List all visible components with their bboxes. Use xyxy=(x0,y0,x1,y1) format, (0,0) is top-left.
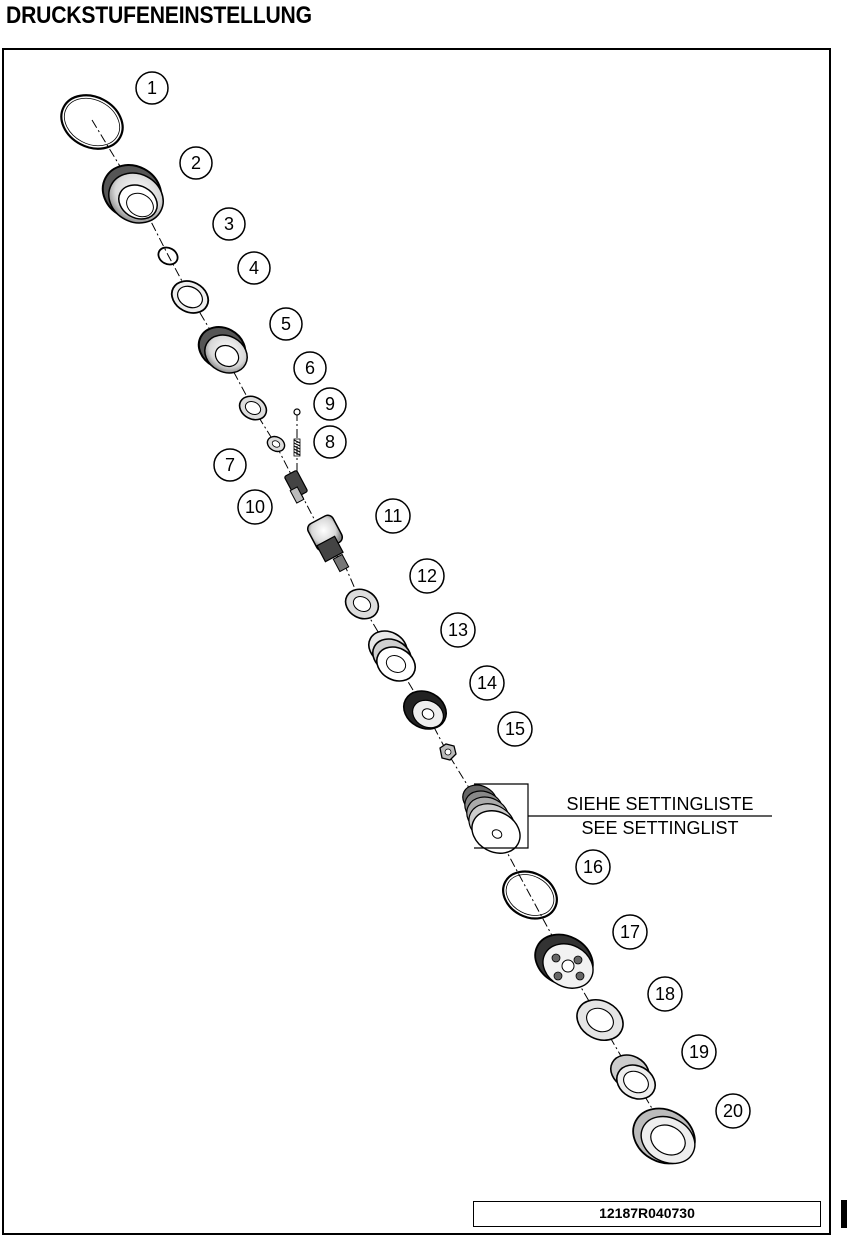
part-9-ball xyxy=(293,408,301,416)
svg-text:15: 15 xyxy=(505,719,525,739)
callout-6: 6 xyxy=(293,351,327,385)
callout-15: 15 xyxy=(497,711,533,747)
part-19-bushing xyxy=(610,1054,656,1100)
svg-text:13: 13 xyxy=(448,620,468,640)
svg-text:7: 7 xyxy=(225,455,235,475)
part-14-shim xyxy=(403,690,447,730)
part-17-piston xyxy=(534,933,594,989)
svg-text:19: 19 xyxy=(689,1042,709,1062)
part-5-nut xyxy=(197,326,248,374)
callout-19: 19 xyxy=(681,1034,717,1070)
part-4-washer xyxy=(170,280,210,314)
part-1-oring xyxy=(60,94,124,150)
svg-text:1: 1 xyxy=(147,78,157,98)
part-11-valve-body xyxy=(306,514,350,573)
svg-text:5: 5 xyxy=(281,314,291,334)
callouts: 1 2 3 4 5 6 7 8 9 10 11 12 13 14 15 16 1… xyxy=(135,71,751,1129)
callout-9: 9 xyxy=(313,387,347,421)
part-6-washer xyxy=(238,395,268,421)
svg-text:6: 6 xyxy=(305,358,315,378)
callout-17: 17 xyxy=(612,914,648,950)
part-7-washer xyxy=(266,435,286,453)
diagram-frame xyxy=(2,48,831,1235)
callout-3: 3 xyxy=(212,207,246,241)
part-13-piston xyxy=(368,630,416,682)
part-10-adjuster xyxy=(284,470,308,504)
callout-11: 11 xyxy=(375,498,411,534)
document-number: 12187R040730 xyxy=(473,1201,821,1227)
svg-text:12: 12 xyxy=(417,566,437,586)
note-line-2: SEE SETTINGLIST xyxy=(581,818,738,838)
part-15-nut xyxy=(439,743,457,761)
svg-text:16: 16 xyxy=(583,857,603,877)
shim-stack xyxy=(462,784,521,854)
svg-text:8: 8 xyxy=(325,432,335,452)
svg-text:9: 9 xyxy=(325,394,335,414)
svg-text:10: 10 xyxy=(245,497,265,517)
callout-2: 2 xyxy=(179,146,213,180)
svg-text:11: 11 xyxy=(384,506,403,526)
svg-text:20: 20 xyxy=(723,1101,743,1121)
part-12-washer xyxy=(344,588,380,620)
svg-text:18: 18 xyxy=(655,984,675,1004)
callout-13: 13 xyxy=(440,612,476,648)
callout-16: 16 xyxy=(575,849,611,885)
part-18-washer xyxy=(576,998,624,1042)
callout-18: 18 xyxy=(647,976,683,1012)
note-line-1: SIEHE SETTINGLISTE xyxy=(566,794,753,814)
svg-text:3: 3 xyxy=(224,214,234,234)
callout-5: 5 xyxy=(269,307,303,341)
svg-text:2: 2 xyxy=(191,153,201,173)
part-3-snap-ring xyxy=(157,246,179,266)
callout-8: 8 xyxy=(313,425,347,459)
callout-4: 4 xyxy=(237,251,271,285)
callout-12: 12 xyxy=(409,558,445,594)
page-title: DRUCKSTUFENEINSTELLUNG xyxy=(6,2,312,29)
part-2-housing xyxy=(101,164,164,224)
callout-20: 20 xyxy=(715,1093,751,1129)
svg-text:14: 14 xyxy=(477,673,497,693)
callout-14: 14 xyxy=(469,665,505,701)
settinglist-bracket xyxy=(474,783,772,849)
part-8-spring xyxy=(293,438,301,457)
callout-1: 1 xyxy=(135,71,169,105)
svg-text:4: 4 xyxy=(249,258,259,278)
edge-mark xyxy=(841,1200,847,1228)
part-16-oring xyxy=(502,870,558,920)
svg-text:17: 17 xyxy=(620,922,640,942)
callout-10: 10 xyxy=(237,489,273,525)
part-20-cap-ring xyxy=(632,1107,696,1165)
callout-7: 7 xyxy=(213,448,247,482)
